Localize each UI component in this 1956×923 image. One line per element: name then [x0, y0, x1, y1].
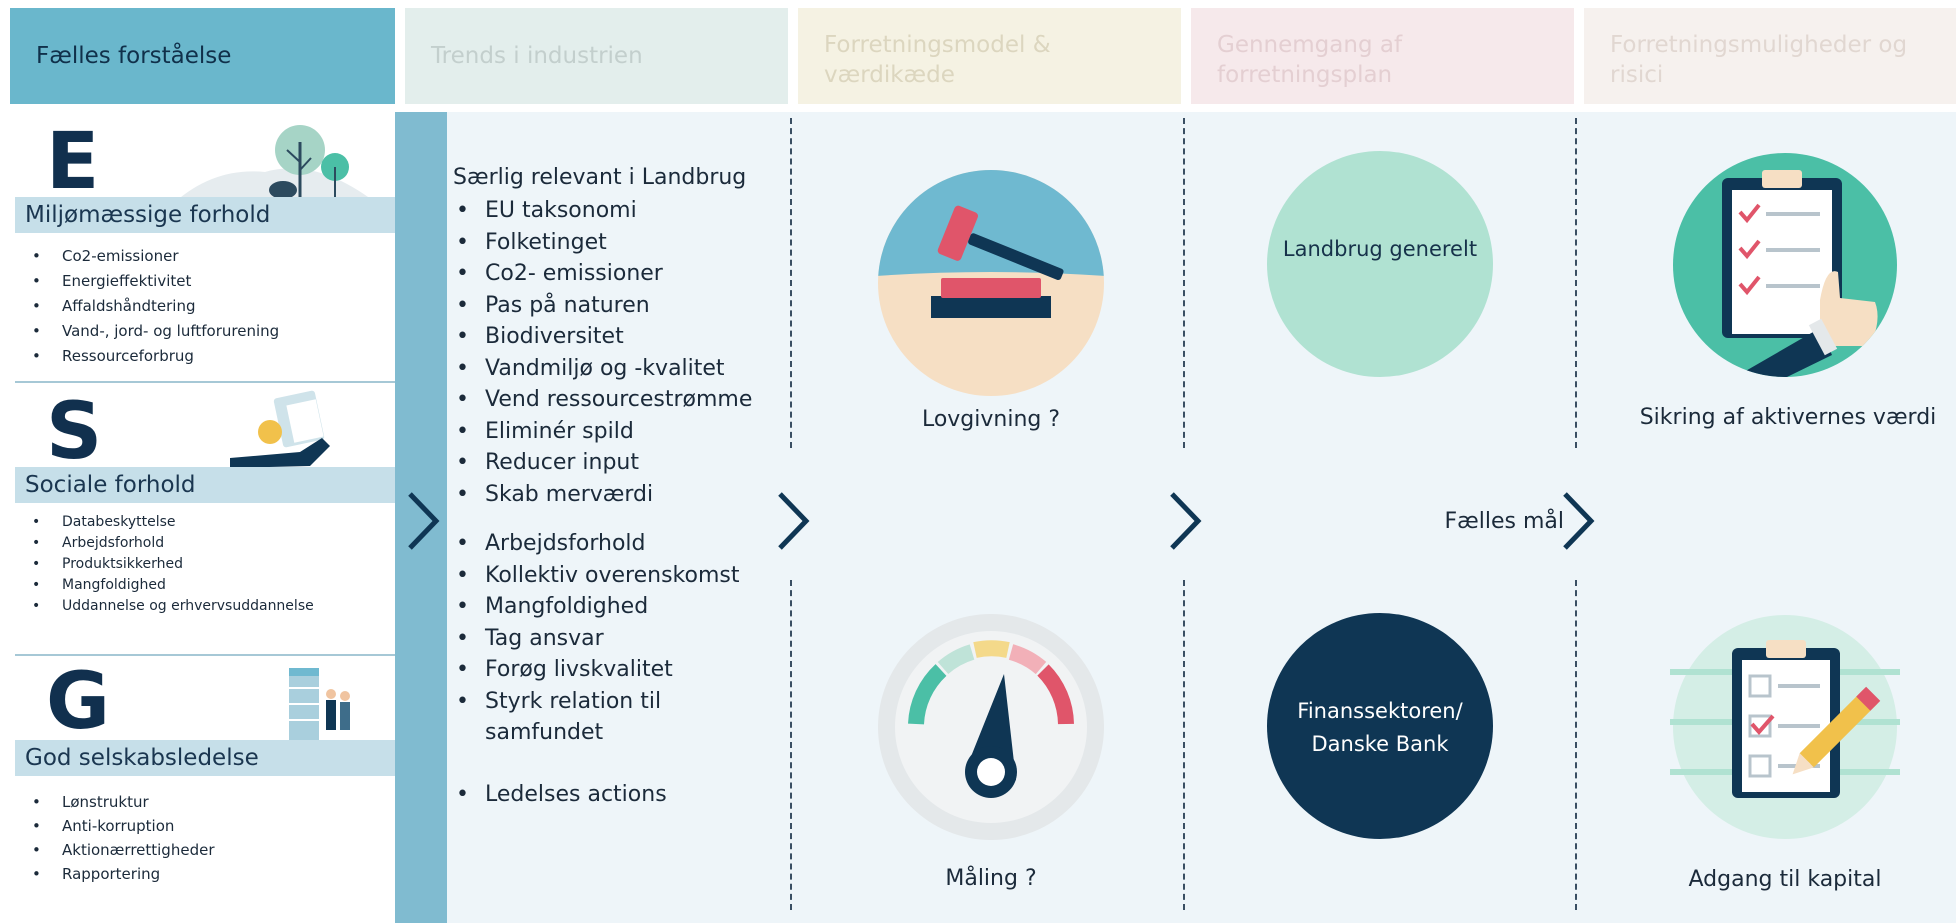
finans-circle — [1267, 613, 1493, 839]
landbrug-circle — [1267, 151, 1493, 377]
chevron-right-icon — [1563, 492, 1595, 550]
esg-list-s: Databeskyttelse Arbejdsforhold Produktsi… — [32, 512, 314, 617]
list-item: EU taksonomi — [453, 195, 765, 227]
esg-list-e: Co2-emissioner Energieffektivitet Affald… — [32, 244, 279, 369]
list-item: Co2- emissioner — [453, 258, 765, 290]
chevron-right-icon — [778, 492, 810, 550]
sikring-label: Sikring af aktivernes værdi — [1639, 405, 1937, 430]
divider — [1183, 118, 1185, 448]
esg-letter-g: G — [46, 657, 111, 747]
divider — [1183, 580, 1185, 910]
divider — [15, 654, 395, 656]
esg-list-g: Lønstruktur Anti-korruption Aktionærrett… — [32, 790, 214, 886]
list-item: Pas på naturen — [453, 290, 765, 322]
divider — [1575, 580, 1577, 910]
esg-letter-e: E — [46, 117, 100, 207]
clipboard-pencil-icon — [1670, 615, 1900, 839]
list-item: Affaldshåndtering — [32, 294, 279, 319]
list-item: Folketinget — [453, 227, 765, 259]
list-item: Lønstruktur — [32, 790, 214, 814]
checklist-icon — [1673, 153, 1897, 377]
trends-title: Særlig relevant i Landbrug — [453, 165, 747, 190]
list-item: Databeskyttelse — [32, 512, 314, 533]
chevron-right-icon — [408, 492, 440, 550]
divider — [1575, 118, 1577, 448]
side-bar — [395, 112, 447, 923]
tab-forretningsplan[interactable]: Gennemgang af forretningsplan — [1191, 8, 1574, 104]
esg-letter-s: S — [46, 387, 103, 477]
list-item: Vandmiljø og -kvalitet — [453, 353, 765, 385]
adgang-label: Adgang til kapital — [1688, 867, 1882, 892]
divider — [790, 118, 792, 448]
governance-illustration-icon — [289, 668, 350, 746]
gauge-icon — [878, 614, 1104, 840]
list-item: Arbejdsforhold — [32, 533, 314, 554]
list-item: Co2-emissioner — [32, 244, 279, 269]
list-item: Produktsikkerhed — [32, 554, 314, 575]
divider — [790, 580, 792, 910]
tab-trends[interactable]: Trends i industrien — [405, 8, 788, 104]
gavel-icon — [878, 170, 1104, 396]
maaling-label: Måling ? — [945, 866, 1037, 891]
list-item: Ressourceforbrug — [32, 344, 279, 369]
list-item: Biodiversitet — [453, 321, 765, 353]
landbrug-label: Landbrug generelt — [1282, 237, 1478, 261]
tab-forretningsmuligheder[interactable]: Forretningsmuligheder og risici — [1584, 8, 1956, 104]
faelles-maal-label: Fælles mål — [1444, 509, 1565, 534]
list-item: Energieffektivitet — [32, 269, 279, 294]
trends-list: EU taksonomi Folketinget Co2- emissioner… — [453, 195, 765, 810]
chevron-right-icon — [1170, 492, 1202, 550]
list-item: Kollektiv overenskomst — [453, 560, 765, 592]
esg-heading-e: Miljømæssige forhold — [15, 197, 395, 233]
finans-label: Finanssektoren/ Danske Bank — [1297, 699, 1463, 756]
list-item: Styrk relation til samfundet — [453, 686, 765, 749]
tab-faelles-forstaaelse[interactable]: Fælles forståelse — [10, 8, 395, 104]
list-item: Mangfoldighed — [453, 591, 765, 623]
list-item: Eliminér spild — [453, 416, 765, 448]
list-item: Forøg livskvalitet — [453, 654, 765, 686]
tab-forretningsmodel[interactable]: Forretningsmodel & værdikæde — [798, 8, 1181, 104]
lovgivning-label: Lovgivning ? — [921, 407, 1061, 432]
list-item: Vand-, jord- og luftforurening — [32, 319, 279, 344]
esg-heading-s: Sociale forhold — [15, 467, 395, 503]
list-item: Skab merværdi — [453, 479, 765, 511]
list-item: Anti-korruption — [32, 814, 214, 838]
list-item: Arbejdsforhold — [453, 528, 765, 560]
list-item: Rapportering — [32, 862, 214, 886]
environment-illustration-icon — [175, 125, 375, 202]
list-item: Uddannelse og erhvervsuddannelse — [32, 596, 314, 617]
social-illustration-icon — [230, 390, 330, 468]
esg-heading-g: God selskabsledelse — [15, 740, 395, 776]
list-item: Vend ressourcestrømme — [453, 384, 765, 416]
divider — [15, 381, 395, 383]
list-item: Reducer input — [453, 447, 765, 479]
list-item: Tag ansvar — [453, 623, 765, 655]
list-item: Ledelses actions — [453, 779, 765, 811]
list-item: Mangfoldighed — [32, 575, 314, 596]
list-item: Aktionærrettigheder — [32, 838, 214, 862]
